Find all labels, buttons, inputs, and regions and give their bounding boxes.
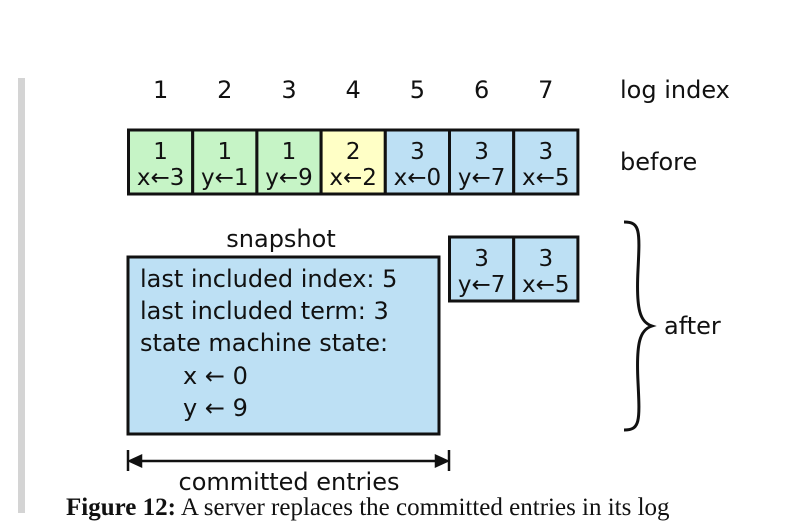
snapshot-state: y ← 9 (183, 394, 248, 422)
log-index-number: 7 (538, 76, 553, 104)
log-entry: 3x←0 (383, 128, 451, 196)
log-index-number: 4 (346, 76, 361, 104)
log-entry-box (512, 128, 580, 196)
snapshot-line: state machine state: (140, 329, 388, 357)
log-index-label: log index (620, 76, 730, 104)
brace-icon (623, 220, 657, 432)
entry-term: 3 (474, 246, 489, 272)
log-entry-box (448, 128, 516, 196)
log-index-number: 1 (153, 76, 168, 104)
after-label: after (664, 312, 721, 340)
entry-command: x←5 (522, 165, 570, 191)
entry-term: 2 (346, 139, 361, 165)
committed-label: committed entries (179, 468, 400, 496)
log-entry-box (127, 128, 195, 196)
log-index-number: 3 (281, 76, 296, 104)
entry-command: x←5 (522, 272, 570, 298)
log-entry: 1y←9 (255, 128, 323, 196)
entry-command: y←7 (458, 272, 506, 298)
entry-term: 3 (538, 246, 553, 272)
log-entry-box (448, 235, 516, 303)
log-entry: 1y←1 (191, 128, 259, 196)
committed-arrow (126, 450, 451, 471)
entry-command: x←2 (329, 165, 377, 191)
log-entry: 3x←5 (512, 128, 580, 196)
caption-label: Figure 12: (66, 494, 176, 521)
log-index-number: 5 (410, 76, 425, 104)
log-entry-box (512, 235, 580, 303)
snapshot-box (126, 255, 441, 436)
entry-command: x←3 (137, 165, 185, 191)
log-index-number: 2 (217, 76, 232, 104)
log-entry-box (191, 128, 259, 196)
entry-term: 1 (282, 139, 297, 165)
figure-caption: Figure 12: A server replaces the committ… (66, 494, 670, 522)
log-entry: 1x←3 (127, 128, 195, 196)
entry-command: y←7 (458, 165, 506, 191)
before-label: before (620, 148, 697, 176)
margin-bar (18, 78, 25, 513)
log-entry: 3x←5 (512, 235, 580, 303)
entry-term: 3 (410, 139, 425, 165)
snapshot-state: x ← 0 (183, 362, 248, 390)
entry-term: 1 (153, 139, 168, 165)
log-index-number: 6 (474, 76, 489, 104)
snapshot-line: last included index: 5 (140, 265, 397, 293)
entry-term: 1 (217, 139, 232, 165)
entry-term: 3 (474, 139, 489, 165)
log-entry: 3y←7 (448, 235, 516, 303)
entry-term: 3 (538, 139, 553, 165)
snapshot-title: snapshot (226, 225, 335, 253)
log-entry-box (319, 128, 387, 196)
snapshot-line: last included term: 3 (140, 297, 389, 325)
log-entry-box (383, 128, 451, 196)
log-entry: 2x←2 (319, 128, 387, 196)
entry-command: y←9 (265, 165, 313, 191)
entry-command: x←0 (394, 165, 442, 191)
caption-text: A server replaces the committed entries … (180, 494, 670, 521)
entry-command: y←1 (201, 165, 249, 191)
log-entry: 3y←7 (448, 128, 516, 196)
